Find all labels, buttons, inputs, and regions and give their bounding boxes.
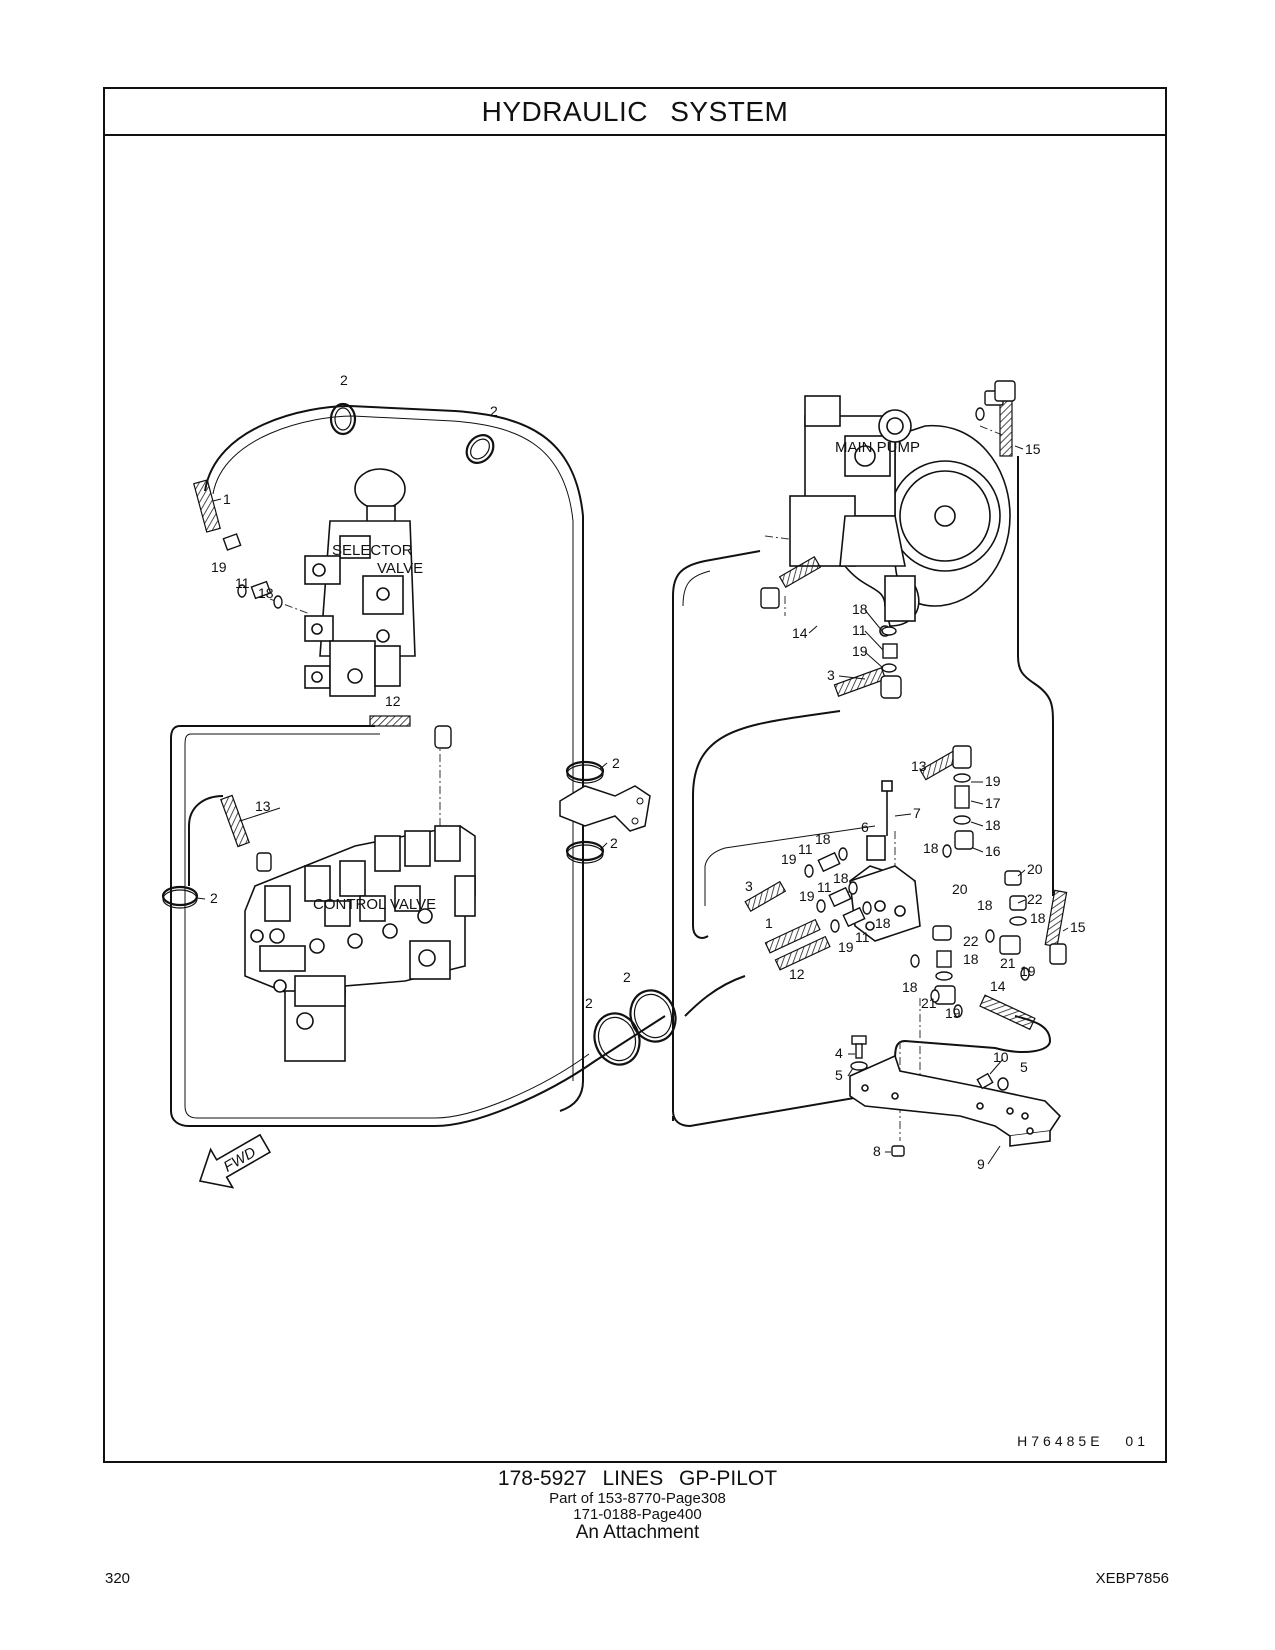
callout-10: 10 [993,1049,1009,1065]
callout-11: 11 [235,575,250,591]
callout-1: 1 [223,491,231,507]
callout-12: 12 [385,693,401,709]
callout-7: 7 [913,805,921,821]
callout-20: 20 [952,881,968,897]
title-bar: HYDRAULIC SYSTEM [105,89,1165,136]
callout-2: 2 [340,372,348,388]
line-pump-left-inner [682,570,711,607]
line-selector-loop-inner [212,415,574,1081]
pilot-lines [170,404,1054,1128]
selector-valve [304,468,416,697]
page-title: HYDRAULIC SYSTEM [481,95,789,127]
line-selector-loop [204,404,584,1112]
caption: 178-5927 LINES GP-PILOT Part of 153-8770… [0,1467,1275,1543]
main-pump [789,395,1011,637]
callout-19: 19 [985,773,1001,789]
line-15 [1017,456,1054,896]
callout-18: 18 [815,831,831,847]
clamps [161,402,677,1066]
callout-numbers: 2 2 1 19 11 18 12 13 2 2 2 2 2 15 14 18 … [210,372,1086,1172]
control-valve-label: CONTROL VALVE [313,896,436,913]
caption-attachment: An Attachment [575,1522,700,1543]
callout-2: 2 [623,969,631,985]
callout-20: 20 [1027,861,1043,877]
mounting-bracket [849,1054,1062,1147]
callout-18: 18 [258,585,274,601]
callout-12: 12 [789,966,805,982]
callout-16: 16 [985,843,1001,859]
callout-6: 6 [861,819,869,835]
callout-8: 8 [873,1143,881,1159]
hoses [193,400,1068,1031]
callout-18: 18 [977,897,993,913]
callout-18: 18 [875,915,891,931]
line-3-curve [692,710,841,939]
callout-19: 19 [1020,963,1036,979]
drawing-code: H76485E 01 [1017,1433,1149,1449]
callout-3: 3 [745,878,753,894]
callout-22: 22 [963,933,979,949]
line-control-left-loop [170,725,666,1127]
callout-19: 19 [781,851,797,867]
callout-2: 2 [610,835,618,851]
callout-5: 5 [1020,1059,1028,1075]
line-hose-13-cv [188,795,224,886]
caption-ref: 171-0188-Page400 [573,1506,702,1523]
callout-11: 11 [852,622,867,638]
callout-19: 19 [852,643,868,659]
line-block-lower [684,975,746,1017]
callout-18: 18 [1030,910,1046,926]
leader-lines [196,445,1069,1165]
callout-22: 22 [1027,891,1043,907]
callout-18: 18 [852,601,868,617]
control-valve [244,825,476,1062]
callout-15: 15 [1070,919,1086,935]
callout-9: 9 [977,1156,985,1172]
fwd-arrow: FWD [198,1133,272,1189]
line-pump-left [672,550,896,1128]
selector-valve-label-2: VALVE [377,560,423,577]
callout-3: 3 [827,667,835,683]
diagram-frame: HYDRAULIC SYSTEM [103,87,1167,1463]
callout-17: 17 [985,795,1001,811]
callout-13: 13 [255,798,271,814]
fittings [222,380,1067,1157]
caption-part-of: Part of 153-8770-Page308 [549,1490,726,1507]
callout-11: 11 [855,929,870,945]
hydraulic-diagram: SELECTOR VALVE MAIN PUMP CONTROL VALVE F… [161,372,1086,1189]
selector-valve-label-1: SELECTOR [332,542,413,559]
callout-18: 18 [923,840,939,856]
callout-21: 21 [1000,955,1016,971]
callout-2: 2 [585,995,593,1011]
line-control-left-loop-inner [184,733,590,1119]
callout-14: 14 [990,978,1006,994]
callout-13: 13 [911,758,927,774]
caption-title: 178-5927 LINES GP-PILOT [497,1467,778,1490]
callout-18: 18 [963,951,979,967]
page-number: 320 [105,1570,131,1587]
callout-1: 1 [765,915,773,931]
line-14-loop [894,1015,1052,1062]
main-pump-label: MAIN PUMP [835,439,920,456]
callout-5: 5 [835,1067,843,1083]
callout-19: 19 [211,559,227,575]
callout-2: 2 [612,755,620,771]
callout-4: 4 [835,1045,843,1061]
callout-19: 19 [945,1005,961,1021]
callout-21: 21 [921,995,937,1011]
callout-2: 2 [490,403,498,419]
callout-15: 15 [1025,441,1041,457]
callout-14: 14 [792,625,808,641]
manifold-block [849,780,921,942]
doc-code: XEBP7856 [1095,1570,1169,1587]
callout-18: 18 [902,979,918,995]
callout-2: 2 [210,890,218,906]
callout-18: 18 [985,817,1001,833]
callout-18: 18 [833,870,849,886]
line-block-to-bottom [704,825,876,906]
callout-19: 19 [799,888,815,904]
callout-11: 11 [798,841,813,857]
callout-11: 11 [817,879,832,895]
callout-19: 19 [838,939,854,955]
